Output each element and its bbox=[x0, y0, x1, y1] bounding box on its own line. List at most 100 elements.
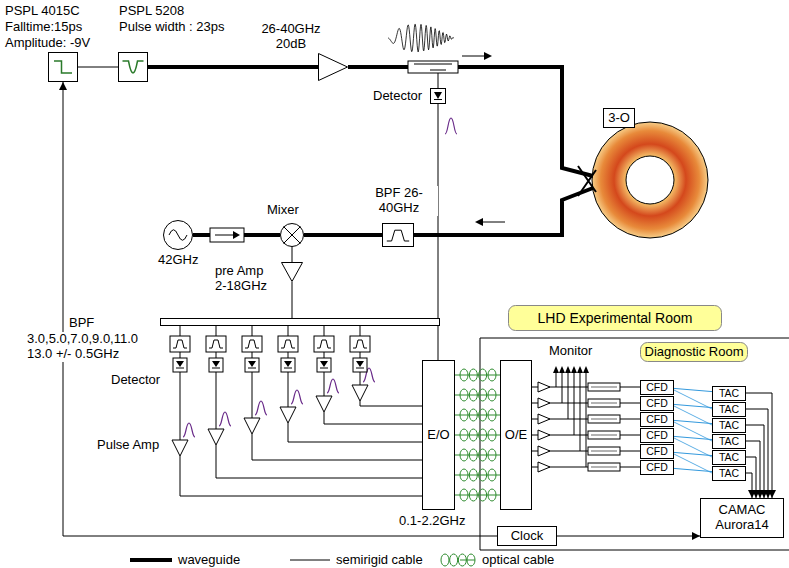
optical-coil bbox=[460, 369, 468, 381]
channel-wire bbox=[324, 326, 422, 424]
oscillator-symbol bbox=[164, 221, 193, 250]
cable bbox=[292, 247, 293, 262]
pulse-amplifier bbox=[244, 418, 260, 434]
camac-box: CAMACAurora14 bbox=[700, 498, 784, 538]
box-outline bbox=[641, 396, 674, 410]
detector-diode bbox=[173, 358, 187, 372]
delay-line bbox=[591, 387, 617, 388]
pulse-amplifier bbox=[280, 407, 296, 423]
chirp-waveform bbox=[388, 24, 454, 52]
filter-symbol bbox=[278, 336, 298, 352]
detector-diode bbox=[353, 358, 367, 372]
pulse-generator: PSPL 4015CFalltime:15psAmplitude: -9V bbox=[48, 52, 78, 82]
diode-symbol bbox=[212, 361, 220, 367]
amplifier-symbol bbox=[282, 263, 303, 282]
monitor-arrowhead bbox=[577, 366, 583, 373]
blue-fan bbox=[674, 422, 712, 441]
monitor-tap bbox=[580, 372, 581, 451]
room-frame bbox=[480, 338, 789, 550]
node-text: Diagnostic Room bbox=[645, 345, 744, 360]
bandpass-symbol bbox=[245, 340, 259, 348]
isolator-arrow bbox=[233, 231, 240, 239]
node-text: LHD Experimental Room bbox=[538, 310, 693, 326]
cable bbox=[746, 473, 752, 498]
sine-symbol bbox=[169, 230, 187, 241]
node-text: TAC bbox=[719, 467, 739, 479]
tac-box: TAC bbox=[712, 386, 746, 401]
annotation-label: Pulse Amp bbox=[96, 438, 160, 453]
band-pass-filter: BPF 26-40GHz bbox=[382, 223, 414, 247]
optical-coil bbox=[479, 469, 487, 481]
delay-line bbox=[588, 447, 620, 455]
direction-arrow bbox=[481, 222, 505, 223]
cfd-box: CFD bbox=[640, 460, 674, 475]
pulse-amplifier bbox=[352, 385, 368, 401]
monitor-tap bbox=[568, 372, 569, 419]
optical-coil bbox=[479, 449, 487, 461]
mixer: Mixer bbox=[280, 223, 304, 247]
monitor-arrowhead bbox=[571, 366, 577, 373]
delay-line bbox=[588, 431, 620, 439]
annotation-label: 0.1-2.2GHz bbox=[398, 514, 466, 529]
mode-label-box: 3-O bbox=[603, 108, 635, 128]
optical-coil bbox=[479, 369, 487, 381]
cfd-box: CFD bbox=[640, 396, 674, 411]
buffer-amplifier bbox=[538, 382, 550, 392]
bandpass-symbol bbox=[281, 340, 295, 348]
optical-coil bbox=[488, 429, 496, 441]
bandpass-symbol bbox=[173, 340, 187, 348]
detector-diode bbox=[209, 358, 223, 372]
directional-coupler bbox=[408, 61, 458, 73]
shape-outline bbox=[160, 318, 440, 326]
timing-line bbox=[674, 452, 712, 455]
shape-outline bbox=[163, 220, 193, 250]
delay-line bbox=[591, 451, 617, 452]
annotation-label: Detector bbox=[110, 373, 161, 388]
isolator-arrow bbox=[215, 235, 234, 236]
bus-bar bbox=[161, 319, 440, 326]
optical-coil bbox=[479, 489, 487, 501]
node-text: CFD bbox=[646, 397, 668, 409]
channel-wire bbox=[288, 326, 422, 442]
diode-bar bbox=[212, 368, 220, 369]
node-label: Falltime:15ps bbox=[4, 20, 83, 35]
optical-coil bbox=[479, 409, 487, 421]
optical-coil bbox=[467, 554, 475, 566]
filter-bank: BPF3.0,5.0,7.0,9.0,11.0 13.0 +/- 0.5GHz bbox=[160, 318, 440, 326]
room-label: Diagnostic Room bbox=[640, 342, 748, 362]
node-label: BPF bbox=[68, 316, 95, 331]
pulse-amplifier bbox=[208, 429, 224, 445]
filter-symbol bbox=[242, 336, 262, 352]
buffer-amplifier bbox=[538, 398, 550, 408]
pulse-glyph bbox=[327, 379, 339, 393]
box-outline bbox=[431, 89, 446, 104]
mixer-symbol bbox=[281, 224, 304, 247]
cable bbox=[746, 409, 768, 498]
pulse-glyph bbox=[445, 118, 457, 134]
node-text: CFD bbox=[646, 381, 668, 393]
node-label: Detector bbox=[372, 89, 423, 104]
timing-line bbox=[674, 436, 712, 439]
node-text: Aurora14 bbox=[715, 518, 768, 533]
shape-outline bbox=[318, 53, 348, 81]
box-outline bbox=[423, 361, 455, 510]
bandpass-symbol bbox=[353, 340, 367, 348]
room-label-box bbox=[509, 306, 722, 331]
waveguide bbox=[414, 188, 593, 235]
optical-coil bbox=[469, 369, 477, 381]
blue-fan bbox=[674, 406, 712, 425]
oe-converter: O/E bbox=[500, 360, 532, 510]
optical-coil bbox=[460, 409, 468, 421]
mixer-cross bbox=[284, 227, 301, 244]
direction-arrowhead bbox=[484, 52, 492, 60]
legend-cable-sample bbox=[290, 560, 330, 561]
node-text: TAC bbox=[719, 435, 739, 447]
antenna-horn bbox=[578, 166, 596, 196]
pulse-glyph bbox=[183, 423, 195, 437]
blue-fan bbox=[674, 390, 712, 409]
optical-coil bbox=[460, 469, 468, 481]
box-outline bbox=[701, 499, 784, 538]
clock-box: Clock bbox=[497, 526, 557, 546]
node-text: CAMAC bbox=[719, 503, 766, 518]
